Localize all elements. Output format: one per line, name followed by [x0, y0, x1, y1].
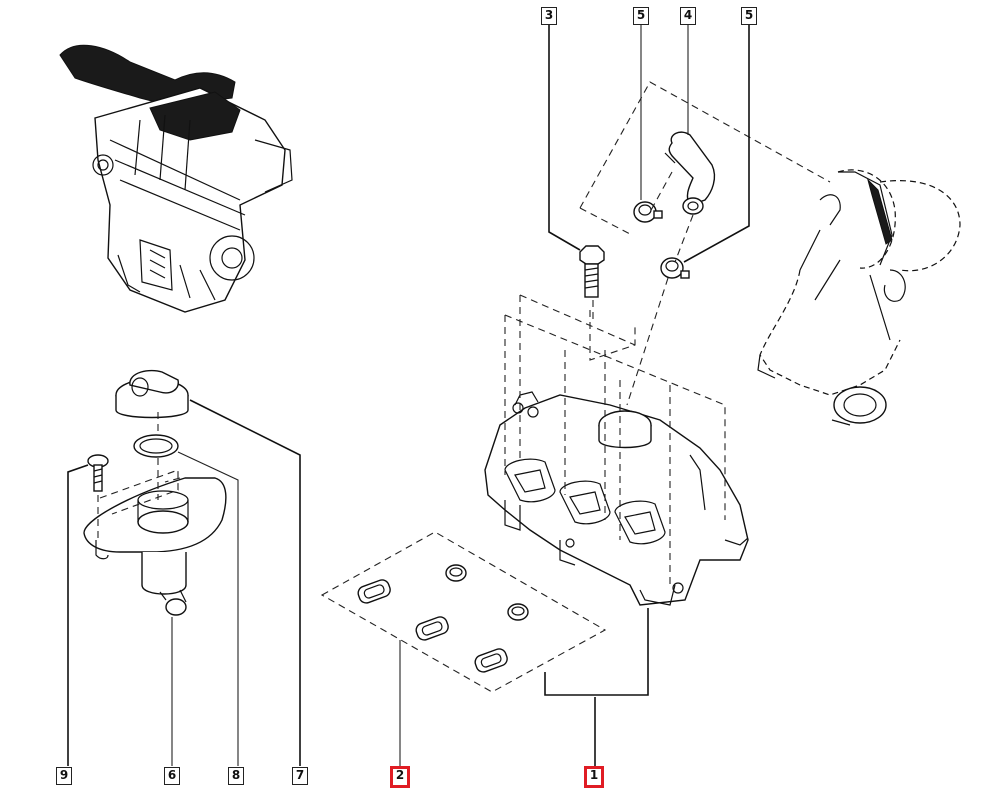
oil-filler-neck-housing	[83, 477, 227, 616]
callout-4[interactable]: 4	[680, 7, 696, 25]
turbocharger-housing-outline	[757, 169, 961, 426]
bolt	[579, 245, 605, 298]
hose-clamp-lower	[660, 257, 690, 279]
engine-overview-illustration	[59, 44, 293, 313]
o-ring-seal	[445, 564, 529, 621]
callout-6[interactable]: 6	[164, 767, 180, 785]
callout-2-highlighted[interactable]: 2	[390, 766, 410, 788]
callout-5-upper-clamp[interactable]: 5	[633, 7, 649, 25]
mounting-screw	[87, 454, 109, 492]
callout-1-highlighted[interactable]: 1	[584, 766, 604, 788]
gasket-set-outline	[320, 531, 607, 693]
oil-filler-seal-ring	[133, 434, 179, 458]
manifold-guide-lines	[504, 277, 726, 585]
callout-5-lower-clamp[interactable]: 5	[741, 7, 757, 25]
oil-filler-cap	[115, 369, 189, 419]
hose-guide-lines	[579, 81, 831, 263]
callout-9[interactable]: 9	[56, 767, 72, 785]
callout-leader-lines	[67, 24, 750, 766]
breather-hose	[664, 131, 716, 215]
hose-clamp-upper	[633, 201, 663, 223]
intake-gasket	[357, 579, 508, 673]
callout-7[interactable]: 7	[292, 767, 308, 785]
oil-filler-guide-lines	[97, 412, 181, 540]
callout-8[interactable]: 8	[228, 767, 244, 785]
intake-manifold	[484, 391, 749, 606]
callout-3[interactable]: 3	[541, 7, 557, 25]
